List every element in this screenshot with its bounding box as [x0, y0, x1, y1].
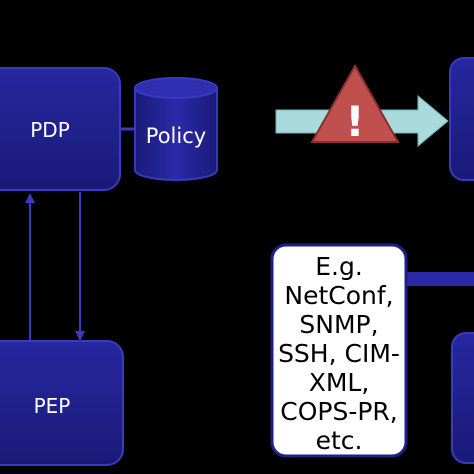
callout-line: etc.	[316, 426, 363, 455]
policy-label: Policy	[146, 124, 206, 148]
pdp-label: PDP	[30, 118, 70, 142]
protocol-callout	[270, 243, 408, 458]
callout-line: SSH, CIM-	[278, 339, 400, 368]
pep-box	[0, 340, 124, 466]
callout-line: NetConf,	[284, 281, 393, 310]
warning-icon: !	[310, 63, 400, 146]
warning-symbol: !	[345, 97, 364, 146]
callout-line: E.g.	[315, 252, 363, 281]
pdp-pep-arrows	[25, 192, 85, 341]
right-bottom-box	[451, 332, 474, 464]
callout-text: E.g. NetConf, SNMP, SSH, CIM- XML, COPS-…	[278, 252, 400, 455]
callout-line: COPS-PR,	[280, 397, 398, 426]
callout-line: SNMP,	[299, 310, 378, 339]
pep-label: PEP	[34, 394, 71, 418]
callout-connector	[406, 272, 474, 286]
callout-line: XML,	[309, 368, 370, 397]
policy-database: Policy	[134, 77, 218, 181]
right-top-box	[449, 57, 474, 181]
